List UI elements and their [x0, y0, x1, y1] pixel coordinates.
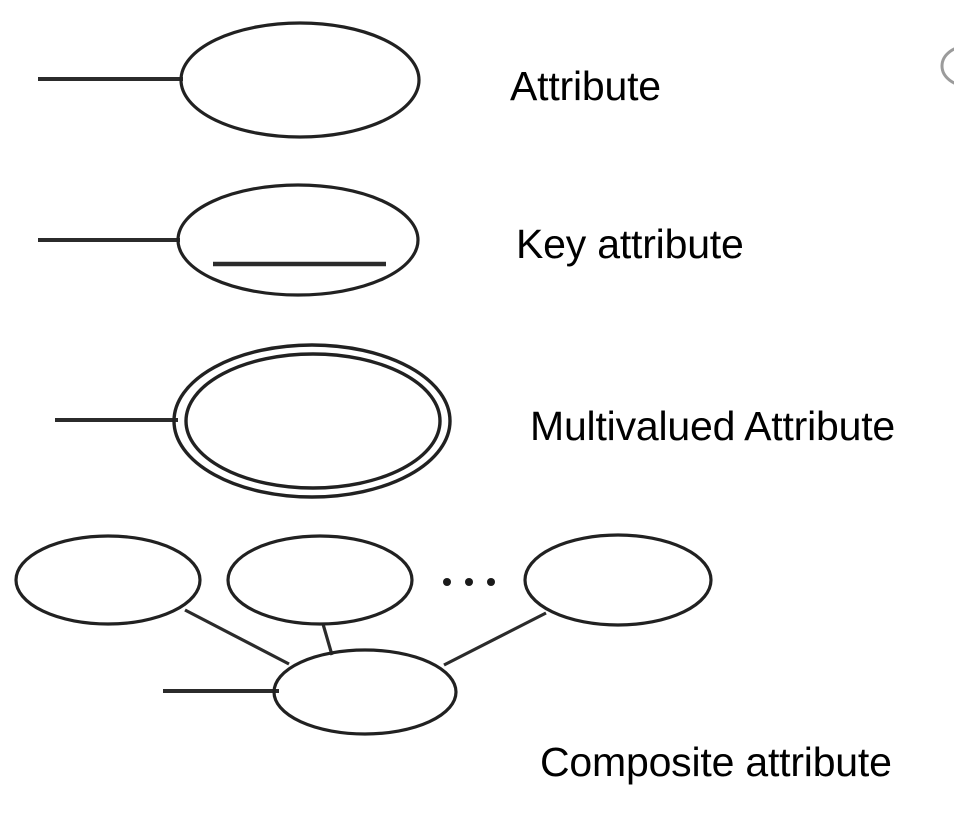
key-attribute-ellipse — [176, 183, 420, 297]
composite-attribute-label: Composite attribute — [540, 739, 892, 785]
composite-attribute-symbol-group — [14, 533, 713, 736]
composite-ellipsis-dot-2 — [465, 578, 473, 586]
multivalued-attribute-label: Multivalued Attribute — [530, 403, 895, 449]
key-attribute-label: Key attribute — [516, 221, 744, 267]
composite-child-ellipse-1 — [14, 534, 202, 626]
composite-center-ellipse — [272, 648, 458, 736]
composite-ellipsis-dot-3 — [487, 578, 495, 586]
composite-connector-left — [184, 608, 290, 666]
multivalued-attribute-inner-ellipse — [184, 352, 442, 490]
attribute-label: Attribute — [510, 63, 661, 109]
composite-ellipsis-dot-1 — [443, 578, 451, 586]
composite-child-ellipse-2 — [226, 534, 414, 626]
composite-connector-right — [443, 611, 547, 667]
attribute-symbol-group — [38, 21, 421, 139]
multivalued-attribute-outer-ellipse — [172, 343, 452, 499]
key-attribute-symbol-group — [38, 183, 420, 297]
partial-edge-ellipse — [940, 47, 954, 85]
composite-child-ellipse-3 — [523, 533, 713, 627]
multivalued-attribute-symbol-group — [55, 343, 452, 499]
attribute-ellipse — [179, 21, 421, 139]
composite-connector-middle — [321, 623, 334, 656]
